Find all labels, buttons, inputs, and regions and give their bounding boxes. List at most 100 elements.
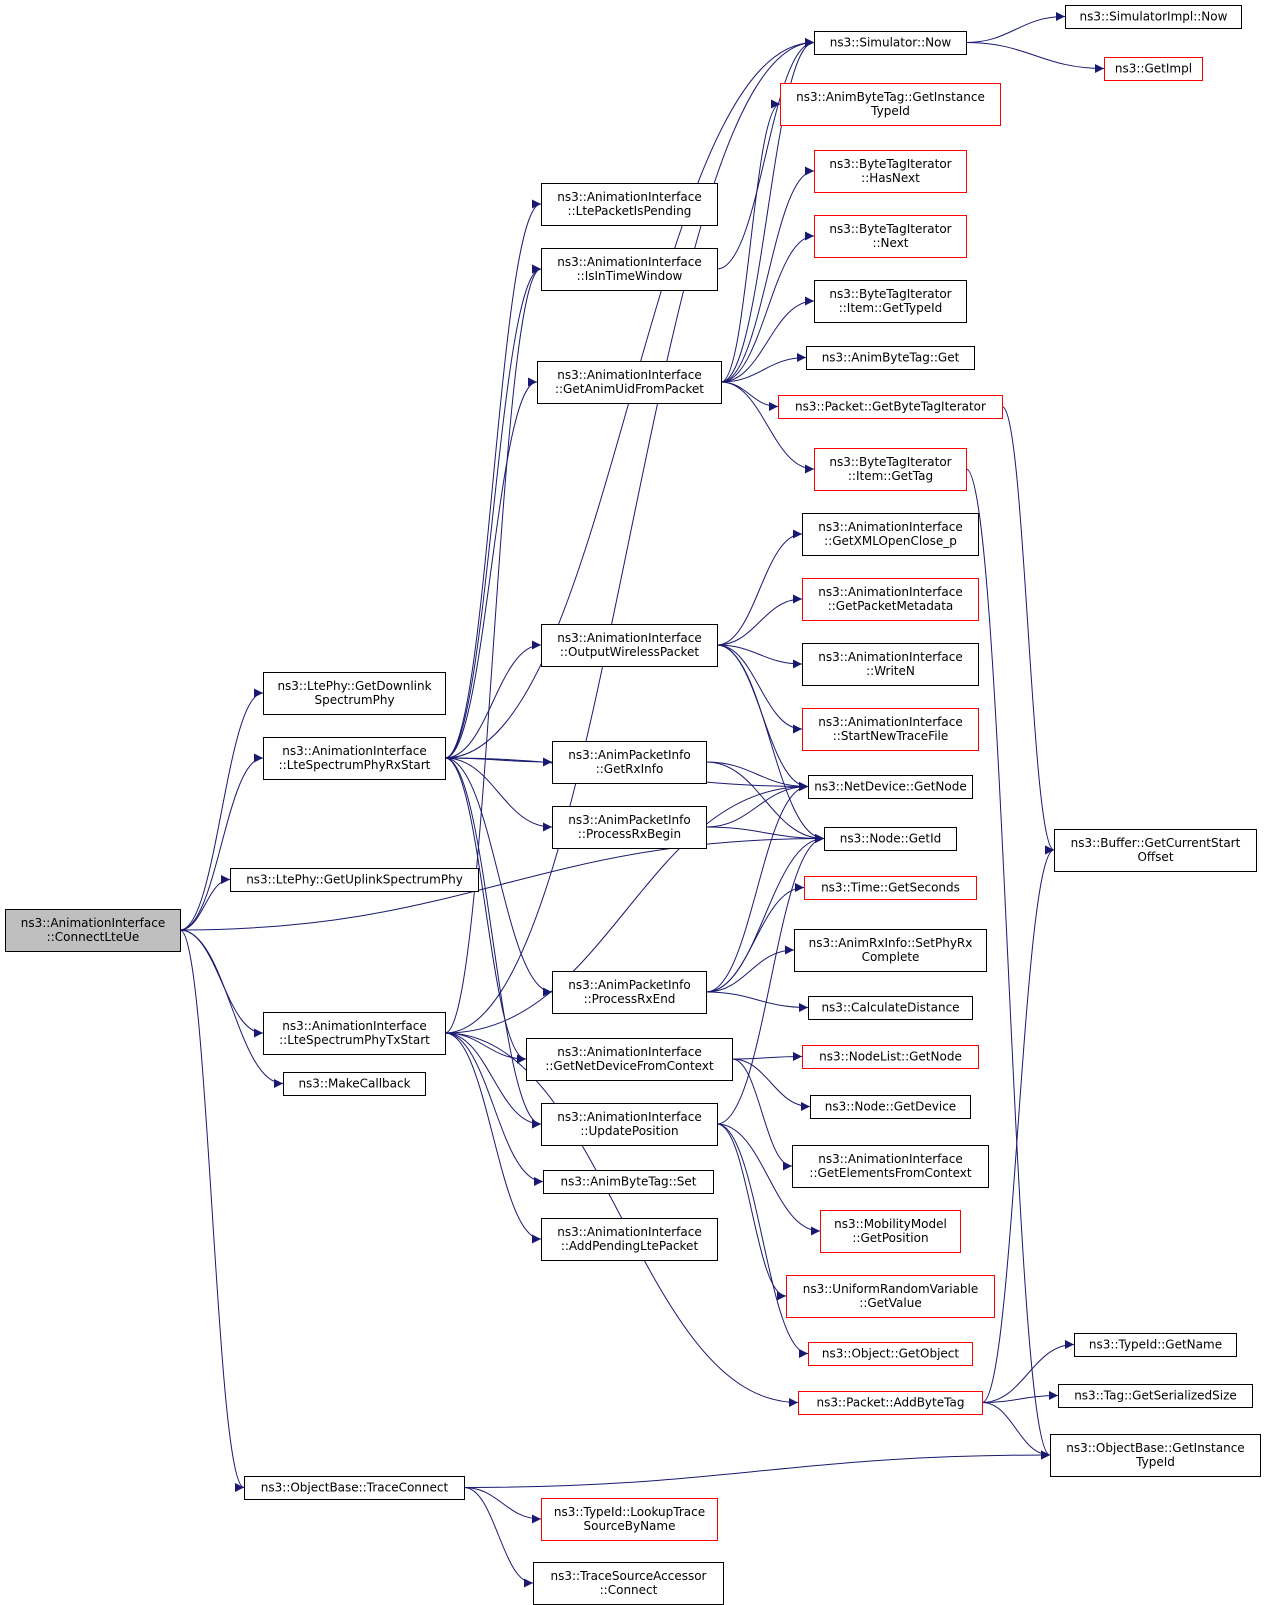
node-rxstart[interactable]: ns3::AnimationInterface::LteSpectrumPhyR… [263, 737, 446, 780]
node-label-line: ns3::AnimByteTag::Get [822, 351, 960, 365]
node-label-line: Offset [1137, 850, 1173, 864]
node-addpending[interactable]: ns3::AnimationInterface::AddPendingLtePa… [541, 1218, 718, 1261]
edge-line [705, 782, 809, 828]
node-label-line: ::UpdatePosition [580, 1124, 678, 1138]
node-box [814, 448, 967, 491]
node-uplink[interactable]: ns3::LtePhy::GetUplinkSpectrumPhy [230, 868, 479, 892]
node-box [808, 775, 973, 799]
node-tsaconnect[interactable]: ns3::TraceSourceAccessor::Connect [533, 1562, 724, 1605]
edge-pktaddbytetag-to-bufcurstart [981, 845, 1055, 1403]
node-box [537, 361, 722, 404]
edge-line [716, 529, 803, 646]
node-getxmloc[interactable]: ns3::AnimationInterface::GetXMLOpenClose… [802, 513, 979, 556]
node-label-line: ns3::AnimationInterface [282, 1019, 426, 1033]
node-nodegetdev[interactable]: ns3::Node::GetDevice [810, 1095, 971, 1119]
node-nodelistgetnode[interactable]: ns3::NodeList::GetNode [802, 1045, 979, 1069]
node-nodegetid[interactable]: ns3::Node::GetId [824, 827, 957, 851]
node-btitemtype[interactable]: ns3::ByteTagIterator::Item::GetTypeId [814, 280, 967, 323]
node-root[interactable]: ns3::AnimationInterface::ConnectLteUe [5, 909, 181, 952]
node-label-line: ns3::AnimationInterface [557, 631, 701, 645]
node-calcdist[interactable]: ns3::CalculateDistance [808, 996, 973, 1020]
edge-line [720, 381, 779, 411]
edge-line [720, 99, 781, 383]
node-getpktmeta[interactable]: ns3::AnimationInterface::GetPacketMetada… [802, 578, 979, 621]
node-box [794, 929, 987, 972]
node-bytetagget[interactable]: ns3::AnimByteTag::Get [806, 346, 975, 370]
edge-simnow-to-getimpl [965, 42, 1105, 73]
node-getelements[interactable]: ns3::AnimationInterface::GetElementsFrom… [792, 1145, 989, 1188]
edge-updatepos-to-objgetobj [716, 1123, 809, 1358]
node-intimewindow[interactable]: ns3::AnimationInterface::IsInTimeWindow [541, 248, 718, 291]
node-btihasnext[interactable]: ns3::ByteTagIterator::HasNext [814, 150, 967, 193]
node-label-line: ns3::MakeCallback [298, 1077, 410, 1091]
node-txstart[interactable]: ns3::AnimationInterface::LteSpectrumPhyT… [263, 1012, 446, 1055]
edge-getanimuid-to-btinext [720, 231, 815, 383]
node-box [541, 183, 718, 226]
node-bytetagset[interactable]: ns3::AnimByteTag::Set [543, 1170, 714, 1194]
node-label-line: ns3::ByteTagIterator [829, 157, 951, 171]
node-pktgetbti[interactable]: ns3::Packet::GetByteTagIterator [778, 395, 1003, 419]
node-simnow[interactable]: ns3::Simulator::Now [814, 31, 967, 55]
node-urvgetval[interactable]: ns3::UniformRandomVariable::GetValue [786, 1275, 995, 1318]
node-getrxinfo[interactable]: ns3::AnimPacketInfo::GetRxInfo [552, 741, 707, 784]
edge-line [981, 1340, 1075, 1403]
node-updatepos[interactable]: ns3::AnimationInterface::UpdatePosition [541, 1103, 718, 1146]
edge-line [720, 381, 815, 474]
edge-root-to-rxstart [179, 753, 264, 931]
node-getimpl[interactable]: ns3::GetImpl [1104, 57, 1203, 81]
edge-line [179, 753, 264, 931]
node-ltepending[interactable]: ns3::AnimationInterface::LtePacketIsPend… [541, 183, 718, 226]
node-label-line: ::WriteN [866, 664, 915, 678]
edge-line [716, 594, 803, 646]
edge-line [731, 1058, 793, 1171]
node-timegetsec[interactable]: ns3::Time::GetSeconds [804, 876, 977, 900]
node-writen[interactable]: ns3::AnimationInterface::WriteN [802, 643, 979, 686]
node-box [802, 578, 979, 621]
node-box [541, 248, 718, 291]
edge-txstart-to-pktaddbytetag [444, 1032, 799, 1407]
node-label-line: ::GetPacketMetadata [828, 599, 954, 613]
edge-txstart-to-addpending [444, 1032, 542, 1244]
edge-txstart-to-intimewindow [444, 264, 542, 1034]
node-getnetdev[interactable]: ns3::AnimationInterface::GetNetDeviceFro… [526, 1038, 733, 1081]
node-makecb[interactable]: ns3::MakeCallback [283, 1072, 426, 1096]
node-box [778, 395, 1003, 419]
node-ndgetnode[interactable]: ns3::NetDevice::GetNode [808, 775, 973, 799]
node-procrxend[interactable]: ns3::AnimPacketInfo::ProcessRxEnd [552, 971, 707, 1014]
node-box [824, 827, 957, 851]
node-pktaddbytetag[interactable]: ns3::Packet::AddByteTag [798, 1391, 983, 1415]
node-mobgetpos[interactable]: ns3::MobilityModel::GetPosition [820, 1210, 961, 1253]
node-objgetobj[interactable]: ns3::Object::GetObject [808, 1342, 973, 1366]
node-starttrace[interactable]: ns3::AnimationInterface::StartNewTraceFi… [802, 708, 979, 751]
edge-outwireless-to-getpktmeta [716, 594, 803, 646]
node-label-line: ::StartNewTraceFile [833, 729, 949, 743]
edge-line [716, 644, 803, 734]
node-simimplnow[interactable]: ns3::SimulatorImpl::Now [1065, 5, 1242, 29]
edge-rxstart-to-intimewindow [444, 264, 542, 759]
node-box [820, 1210, 961, 1253]
node-getanimuid[interactable]: ns3::AnimationInterface::GetAnimUidFromP… [537, 361, 722, 404]
edge-pktaddbytetag-to-taggetsersize [981, 1391, 1059, 1403]
node-procrxbegin[interactable]: ns3::AnimPacketInfo::ProcessRxBegin [552, 806, 707, 849]
node-taggetsersize[interactable]: ns3::Tag::GetSerializedSize [1058, 1384, 1253, 1408]
node-outwireless[interactable]: ns3::AnimationInterface::OutputWirelessP… [541, 624, 718, 667]
node-typeidgetname[interactable]: ns3::TypeId::GetName [1074, 1333, 1237, 1357]
node-box [1065, 5, 1242, 29]
node-label-line: ::GetAnimUidFromPacket [555, 382, 704, 396]
edge-pktaddbytetag-to-objbaseinst [981, 1402, 1051, 1460]
edge-txstart-to-simnow [444, 38, 815, 1034]
edge-line [444, 199, 542, 759]
node-btitemtag[interactable]: ns3::ByteTagIterator::Item::GetTag [814, 448, 967, 491]
node-label-line: ns3::Time::GetSeconds [821, 881, 960, 895]
node-btinext[interactable]: ns3::ByteTagIterator::Next [814, 215, 967, 258]
node-label-line: ns3::SimulatorImpl::Now [1080, 10, 1228, 24]
node-label-line: ns3::ObjectBase::GetInstance [1066, 1441, 1244, 1455]
edge-root-to-traceconnect [179, 929, 245, 1492]
node-traceconnect[interactable]: ns3::ObjectBase::TraceConnect [244, 1476, 465, 1500]
